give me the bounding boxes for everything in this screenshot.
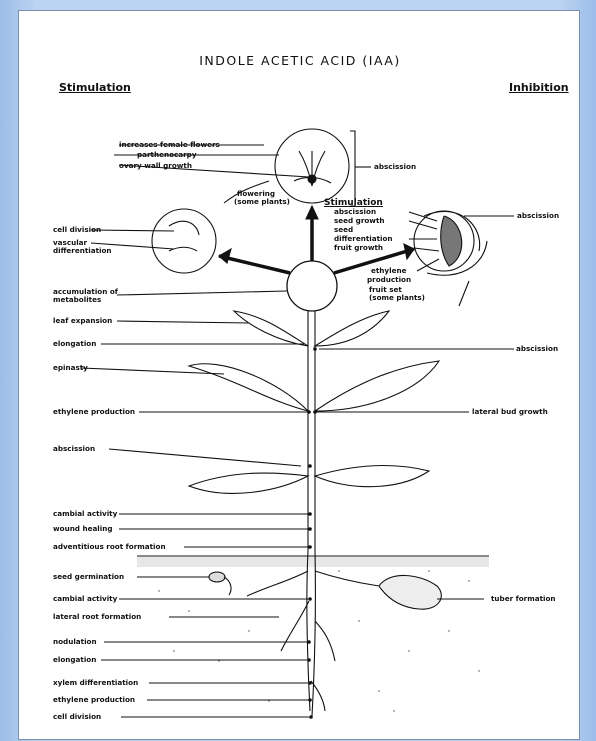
arrow-up-head [306,206,318,219]
seed [209,572,225,582]
label-ethylene-production-stem: ethylene production [53,408,135,416]
arrow-left-head [219,249,231,263]
diagram-sheet: INDOLE ACETIC ACID (IAA) Stimulation Inh… [18,10,580,740]
seed-radicle [224,577,231,595]
label-lateral-bud-growth: lateral bud growth [472,408,548,416]
label-tuber-formation: tuber formation [491,595,556,603]
root-left-2 [281,601,309,651]
label-flowering-sub: (some plants) [234,198,290,206]
fruit-sketch [441,216,462,266]
label-abscission-left: abscission [53,445,95,453]
leaf-left-upper [189,364,308,411]
label-fruit-growth: fruit growth [334,244,383,252]
label-abscission-flower: abscission [374,163,416,171]
main-root [307,551,315,716]
label-cambial-activity-top: cambial activity [53,510,117,518]
label-cell-division-top: cell division [53,226,101,234]
header-stimulation: Stimulation [59,81,131,94]
leaf-left-lower [189,473,308,493]
label-ethylene: ethylene [371,267,406,275]
tuber [379,575,441,609]
page-title: INDOLE ACETIC ACID (IAA) [19,53,580,68]
label-nodulation: nodulation [53,638,97,646]
label-ovary-wall-growth: ovary wall growth [119,162,192,170]
left-circle-sketch [169,221,199,251]
label-adventitious-root-formation: adventitious root formation [53,543,166,551]
plant-drawing [19,11,580,740]
bracket [350,131,355,206]
label-differentiation: differentiation [53,247,112,255]
label-seed-germination: seed germination [53,573,124,581]
left-circle [152,209,216,273]
leaf-right-upper [315,361,439,411]
label-elongation-root: elongation [53,656,96,664]
soil-band [137,557,489,567]
label-ethylene-production-root: ethylene production [53,696,135,704]
ovary [308,175,316,183]
label-leaf-expansion: leaf expansion [53,317,112,325]
root-right-1 [315,571,379,586]
label-abscission-right-fruit: abscission [517,212,559,220]
label-metabolites: metabolites [53,296,101,304]
label-xylem-differentiation: xylem differentiation [53,679,138,687]
label-abscission-right-stem: abscission [516,345,558,353]
leaf-left-young [234,311,308,346]
label-cell-division-root: cell division [53,713,101,721]
arrow-right-head [404,244,414,259]
label-wound-healing: wound healing [53,525,113,533]
label-parthenocarpy: parthenocarpy [137,151,197,159]
header-inhibition: Inhibition [509,81,569,94]
label-fruit-set-sub: (some plants) [369,294,425,302]
arrow-left [219,256,290,273]
leaf-right-lower [315,466,429,487]
label-seed-differentiation: differentiation [334,235,393,243]
label-seed-growth: seed growth [334,217,385,225]
label-seed: seed [334,226,353,234]
label-elongation-top: elongation [53,340,96,348]
leaf-right-young [315,311,389,346]
label-increases-female-flowers: increases female flowers [119,141,220,149]
label-fruit-abscission: abscission [334,208,376,216]
label-production: production [367,276,411,284]
label-cambial-activity-root: cambial activity [53,595,117,603]
central-circle [287,261,337,311]
root-left-1 [247,571,308,596]
root-right-2 [315,621,335,661]
label-epinasty: epinasty [53,364,88,372]
label-lateral-root-formation: lateral root formation [53,613,141,621]
